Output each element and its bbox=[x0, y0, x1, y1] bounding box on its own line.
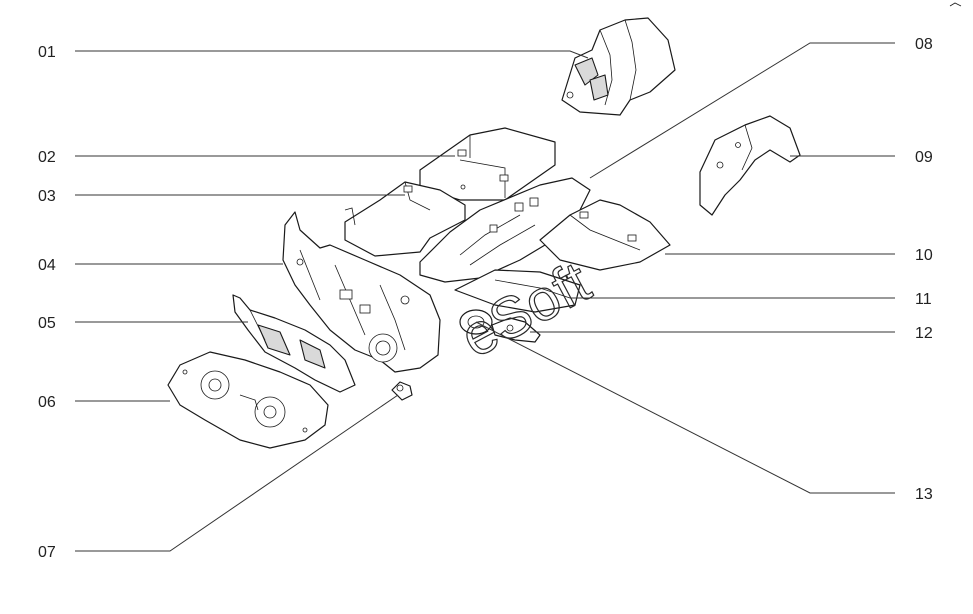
corner-mark bbox=[949, 2, 962, 7]
leader-lines bbox=[75, 42, 895, 552]
callout-03: 03 bbox=[38, 188, 56, 205]
callout-12: 12 bbox=[915, 325, 933, 342]
part-04-dash-insulator bbox=[282, 211, 441, 373]
callout-05: 05 bbox=[38, 315, 56, 332]
part-09-side-panel bbox=[699, 115, 801, 216]
callout-13: 13 bbox=[915, 486, 933, 503]
part-06-underbody-panel bbox=[167, 351, 329, 449]
callout-07: 07 bbox=[38, 544, 56, 561]
leader-08 bbox=[589, 42, 895, 179]
leader-07 bbox=[75, 394, 399, 552]
callout-10: 10 bbox=[915, 247, 933, 264]
callout-02: 02 bbox=[38, 149, 56, 166]
callout-08: 08 bbox=[915, 36, 933, 53]
part-01-shroud bbox=[561, 17, 676, 116]
callout-04: 04 bbox=[38, 257, 56, 274]
part-03-panel bbox=[344, 181, 466, 257]
part-11-panel bbox=[454, 269, 581, 313]
callout-11: 11 bbox=[915, 291, 932, 308]
leader-01 bbox=[75, 50, 589, 59]
leader-13 bbox=[475, 321, 895, 494]
part-05-lower-insulator bbox=[232, 294, 356, 393]
callout-06: 06 bbox=[38, 394, 56, 411]
callout-09: 09 bbox=[915, 149, 933, 166]
callout-labels: 01 02 03 04 05 06 07 08 09 10 11 12 13 bbox=[38, 36, 933, 561]
callout-01: 01 bbox=[38, 44, 56, 61]
part-10-floor-panel bbox=[539, 199, 671, 271]
part-07-clip bbox=[391, 381, 413, 401]
